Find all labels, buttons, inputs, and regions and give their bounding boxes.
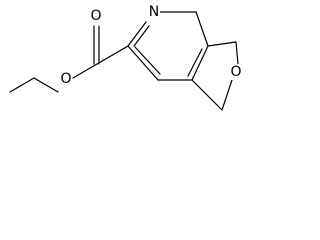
- svg-text:O: O: [230, 64, 241, 80]
- bond-ring-c4-c3a: [195, 11, 209, 47]
- svg-text:O: O: [60, 71, 71, 87]
- bond-ring-c3a-c7a: [191, 45, 209, 81]
- atom-furan-oxygen: O: [230, 64, 242, 80]
- bond-carboxyl-ring: [96, 45, 129, 65]
- bond-ethyl-ch3-ch2: [9, 77, 35, 93]
- bond-furan-c1-c7a: [191, 79, 223, 111]
- bond-ring-c7-c6-inner: [134, 46, 161, 75]
- bond-ring-c7-c6: [127, 45, 159, 81]
- bond-ring-c6-n5: [127, 21, 147, 47]
- chemical-structure-diagram: N O O O: [9, 4, 242, 111]
- bond-ring-c6-n5-inner: [133, 25, 150, 47]
- atom-ring-nitrogen: N: [148, 4, 160, 20]
- bond-furan-o2-c1: [221, 79, 233, 111]
- bond-ester-o-c: [72, 63, 98, 79]
- svg-text:N: N: [149, 4, 159, 20]
- bond-ring-c3a-c7a-inner: [187, 48, 203, 77]
- bond-furan-c3a-c3: [207, 41, 237, 47]
- atom-carbonyl-oxygen: O: [90, 8, 102, 24]
- svg-text:O: O: [90, 8, 101, 24]
- atom-ester-oxygen: O: [60, 71, 72, 87]
- bond-ethyl-ch2-o: [33, 77, 59, 93]
- bond-furan-c3-o2: [235, 41, 239, 65]
